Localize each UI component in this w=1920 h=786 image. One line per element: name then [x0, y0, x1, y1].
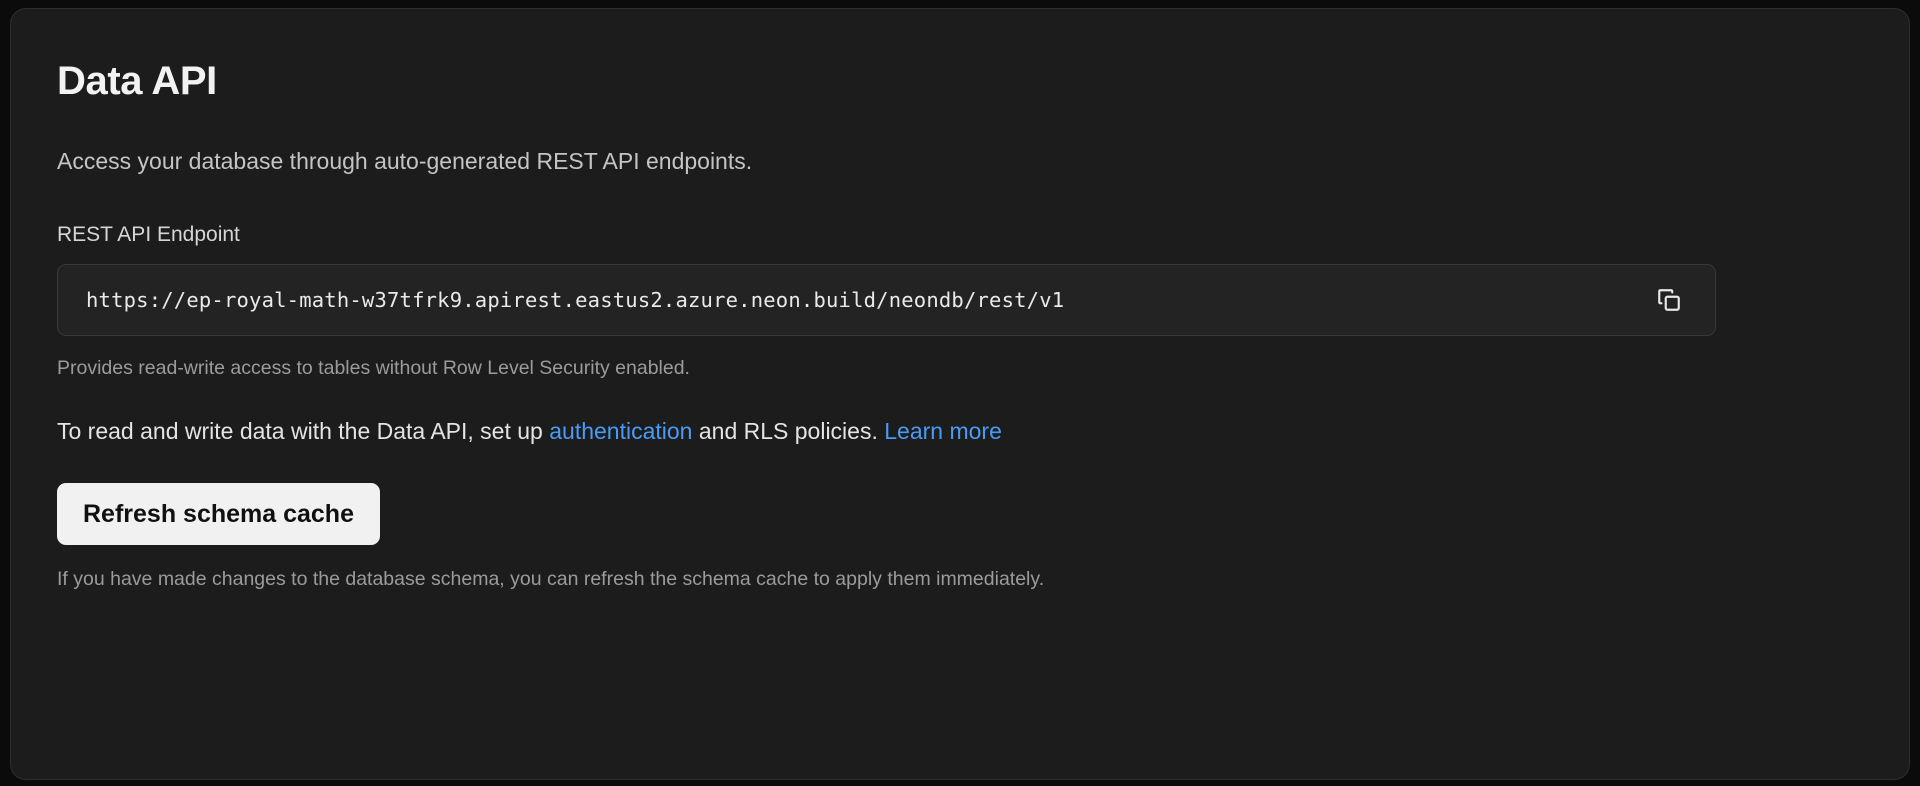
copy-endpoint-button[interactable]: [1649, 280, 1689, 320]
refresh-schema-cache-button[interactable]: Refresh schema cache: [57, 483, 380, 546]
copy-icon: [1656, 287, 1682, 313]
page-title: Data API: [57, 59, 217, 103]
rls-instructions-paragraph: To read and write data with the Data API…: [57, 417, 1863, 447]
learn-more-link[interactable]: Learn more: [884, 418, 1002, 445]
paragraph-text-part1: To read and write data with the Data API…: [57, 418, 550, 445]
refresh-footer-note: If you have made changes to the database…: [57, 568, 1045, 591]
paragraph-text-part2: and RLS policies.: [692, 418, 885, 445]
endpoint-helper-text: Provides read-write access to tables wit…: [57, 356, 690, 379]
endpoint-input[interactable]: [86, 287, 1649, 312]
authentication-link[interactable]: authentication: [549, 418, 693, 445]
rest-api-endpoint-label: REST API Endpoint: [57, 222, 240, 246]
card-description: Access your database through auto-genera…: [57, 148, 753, 174]
data-api-card: Data API Access your database through au…: [10, 8, 1910, 780]
endpoint-input-row[interactable]: [57, 263, 1716, 336]
refresh-button-wrapper: Refresh schema cache: [57, 447, 1863, 546]
